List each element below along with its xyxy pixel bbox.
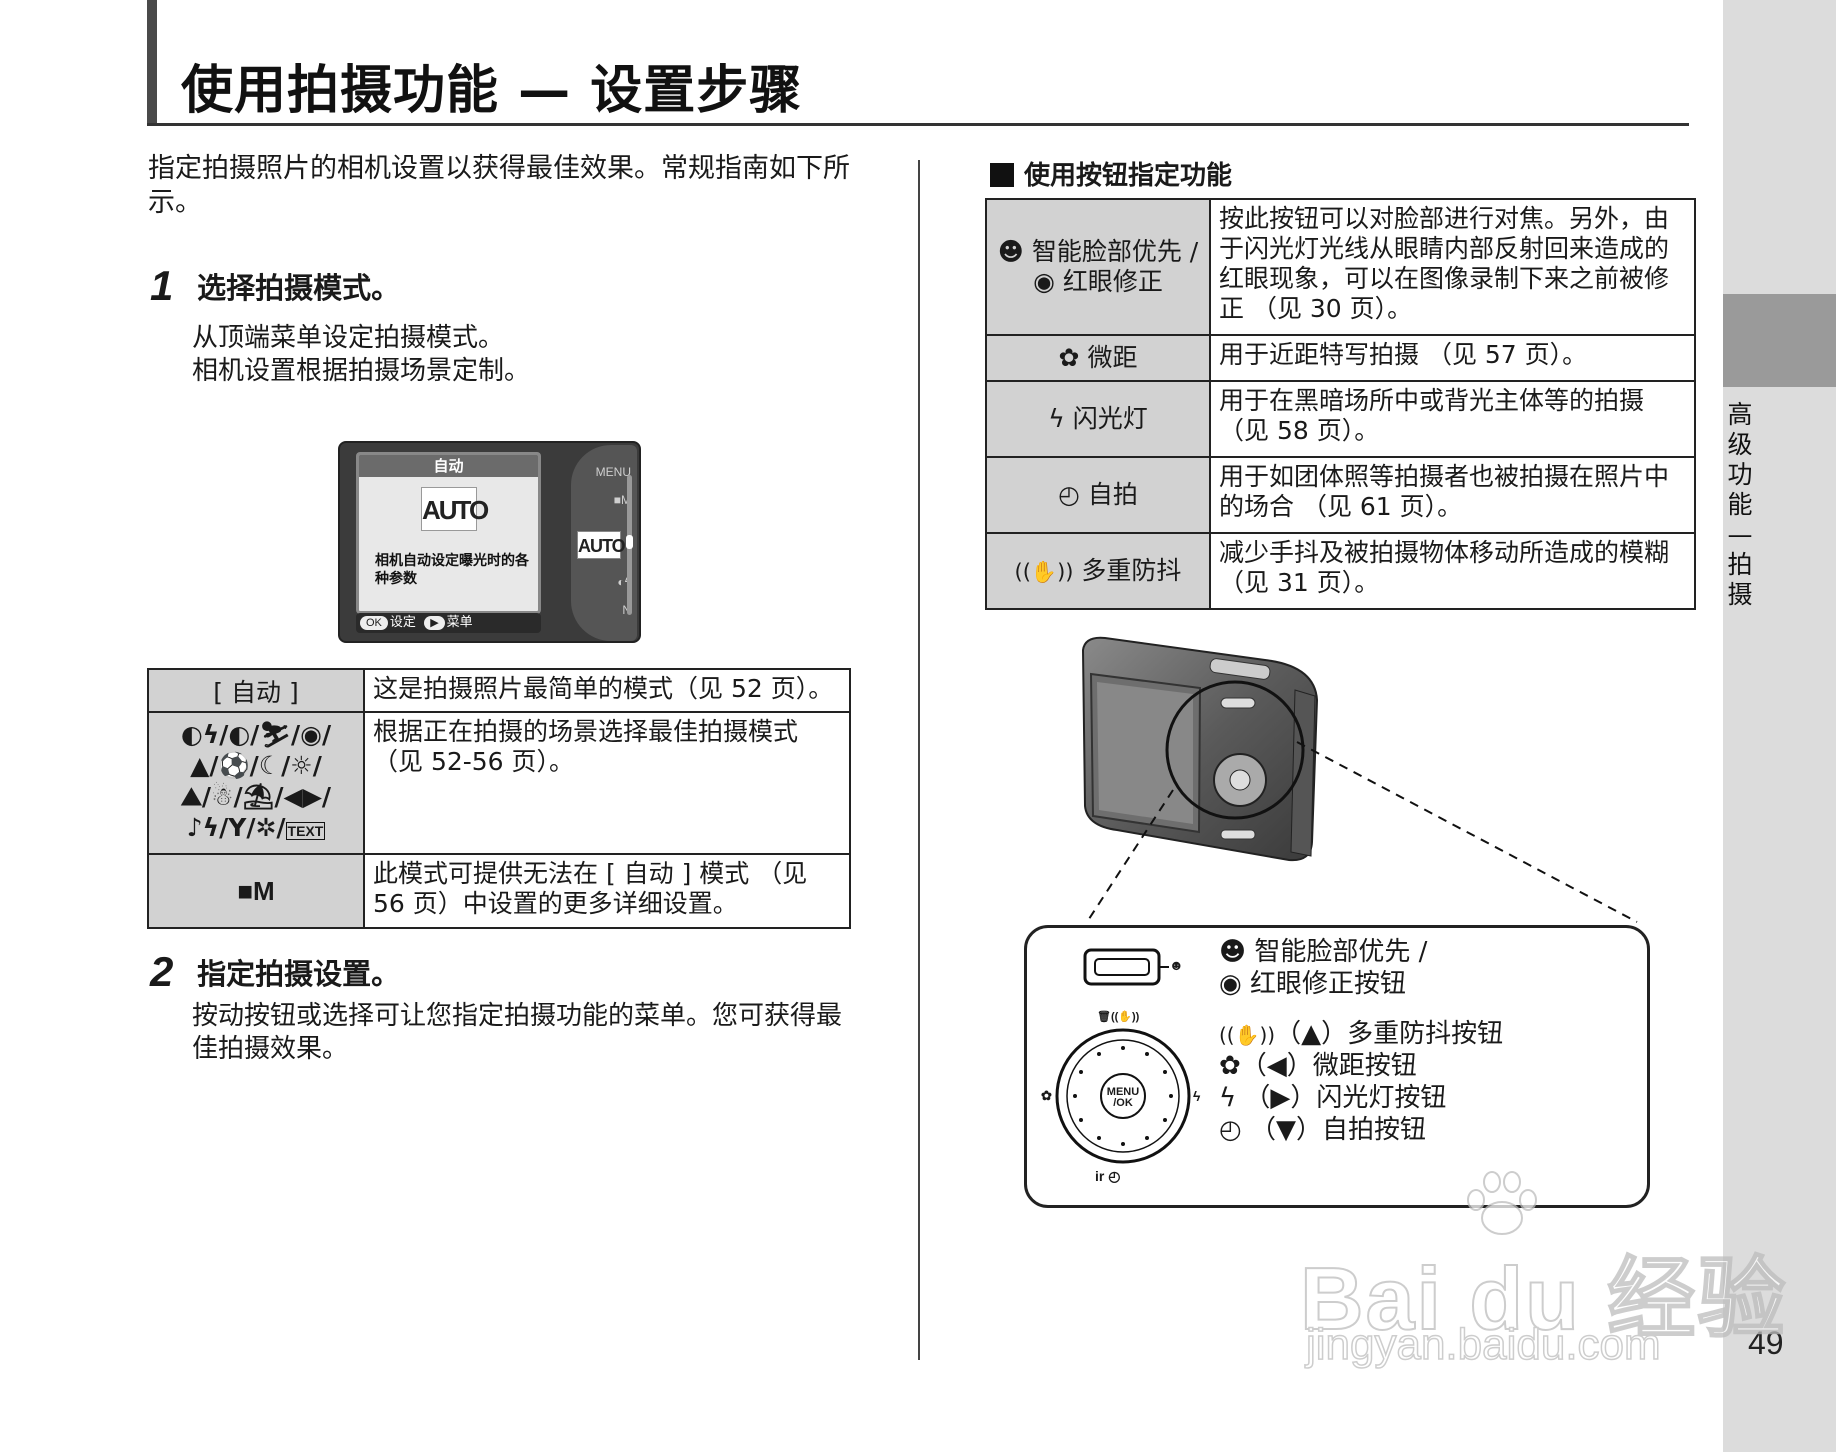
- function-key: ◴ 自拍: [985, 456, 1211, 534]
- shooting-mode-table: [ 自动 ] 这是拍摄照片最简单的模式（见 52 页）。 ◐ϟ/◐/⛷/◉/ ▲…: [147, 668, 851, 929]
- macro-icon: ✿: [1058, 343, 1080, 372]
- menu-active-auto: AUTO: [577, 531, 626, 559]
- side-strip: [1723, 0, 1836, 1452]
- manual-mode-key: ■M: [147, 853, 365, 929]
- right-key-icon: ▶: [424, 616, 445, 630]
- mode-desc: 这是拍摄照片最简单的模式（见 52 页）。: [363, 668, 851, 713]
- step-2-body: 按动按钮或选择可让您指定拍摄功能的菜单。您可获得最佳拍摄效果。: [192, 1001, 843, 1064]
- function-desc: 用于如团体照等拍摄者也被拍摄在照片中的场合 （见 61 页）。: [1209, 456, 1696, 534]
- face-button-label-2: ◉ 红眼修正按钮: [1219, 969, 1406, 999]
- button-callout: ☻ MENU/OK 🗑((✋)) ✿ ϟ ir ◴ ☻ 智能脸部优先 / ◉ 红…: [1024, 925, 1650, 1208]
- table-row: ■M 此模式可提供无法在 [ 自动 ] 模式 （见 56 页）中设置的更多详细设…: [147, 853, 851, 929]
- page-number: 49: [1748, 1325, 1784, 1361]
- callout-diagram: [1055, 948, 1191, 1164]
- table-row: ((✋)) 多重防抖 减少手抖及被拍摄物体移动所造成的模糊（见 31 页）。: [985, 532, 1696, 610]
- red-eye-icon: ◉: [1033, 267, 1055, 296]
- baidu-watermark: Bai du 经验 jingyan.baidu.com: [1299, 1170, 1786, 1370]
- face-detection-icon: ☻: [1219, 937, 1247, 967]
- face-detection-icon: ☻: [997, 237, 1024, 266]
- self-timer-icon: ◴: [1058, 480, 1080, 509]
- function-desc: 按此按钮可以对脸部进行对焦。另外，由于闪光灯光线从眼睛内部反射回来造成的红眼现象…: [1209, 198, 1696, 336]
- function-key: ϟ 闪光灯: [985, 380, 1211, 458]
- delete-is-icon: 🗑((✋)): [1097, 1011, 1140, 1023]
- self-timer-icon: ◴: [1219, 1115, 1242, 1145]
- intro-text: 指定拍摄照片的相机设置以获得最佳效果。常规指南如下所示。: [148, 153, 850, 218]
- face-detection-icon: ☻: [1169, 957, 1184, 973]
- macro-button-label: ✿（◀）微距按钮: [1219, 1051, 1417, 1081]
- step-number: 1: [150, 262, 174, 309]
- scene-flash-icon: ◐ϟ: [617, 575, 631, 589]
- lcd-mode-title: 自动: [359, 455, 538, 477]
- mode-desc: 根据正在拍摄的场景选择最佳拍摄模式（见 52-56 页）。: [363, 711, 851, 855]
- lcd-mode-menu: MENU ■M AUTO ◐ϟ N: [571, 445, 637, 641]
- watermark-brand: Bai du 经验: [1299, 1248, 1788, 1349]
- flash-button-label: ϟ （▶）闪光灯按钮: [1219, 1083, 1447, 1113]
- table-row: ☻ 智能脸部优先 / ◉ 红眼修正 按此按钮可以对脸部进行对焦。另外，由于闪光灯…: [985, 198, 1696, 336]
- step-title: 选择拍摄模式。: [197, 271, 401, 305]
- macro-icon: ✿: [1219, 1051, 1241, 1081]
- flash-icon: ϟ: [1048, 404, 1065, 433]
- table-row: ◴ 自拍 用于如团体照等拍摄者也被拍摄在照片中的场合 （见 61 页）。: [985, 456, 1696, 534]
- table-row: ◐ϟ/◐/⛷/◉/ ▲/⚽/☾/☼/ ⛰/☃/⛱/◀▶/ ♪ϟ/Y/✲/TEXT…: [147, 711, 851, 855]
- step-1-heading: 1 选择拍摄模式。: [150, 262, 400, 310]
- button-function-table: ☻ 智能脸部优先 / ◉ 红眼修正 按此按钮可以对脸部进行对焦。另外，由于闪光灯…: [985, 198, 1696, 610]
- macro-icon: ✿: [1041, 1088, 1052, 1103]
- ir-timer-icon: ir ◴: [1095, 1168, 1121, 1184]
- table-row: ✿ 微距 用于近距特写拍摄 （见 57 页）。: [985, 334, 1696, 382]
- watermark-url: jingyan.baidu.com: [1305, 1319, 1661, 1370]
- image-stabilization-icon: ((✋)): [1219, 1023, 1276, 1047]
- black-square-icon: [990, 163, 1014, 187]
- ok-key-icon: OK: [360, 616, 388, 630]
- title-rule: [147, 123, 1689, 126]
- step-number: 2: [150, 948, 174, 995]
- auto-mode-icon: AUTO: [421, 487, 489, 531]
- lcd-mode-panel: 自动 AUTO 相机自动设定曝光时的各种参数: [356, 452, 541, 614]
- function-key: ✿ 微距: [985, 334, 1211, 382]
- lcd-description: 相机自动设定曝光时的各种参数: [375, 553, 529, 587]
- night-mode-icon: N: [571, 603, 631, 617]
- page-title: 使用拍摄功能 — 设置步骤: [181, 61, 803, 121]
- paw-logo-icon: [1467, 1171, 1537, 1235]
- table-row: [ 自动 ] 这是拍摄照片最简单的模式（见 52 页）。: [147, 668, 851, 713]
- lcd-scrollbar: [626, 475, 633, 615]
- step-2-heading: 2 指定拍摄设置。: [150, 948, 400, 996]
- timer-button-label: ◴ （▼）自拍按钮: [1219, 1115, 1426, 1145]
- step-title: 指定拍摄设置。: [197, 957, 401, 991]
- side-tab-marker: [1723, 294, 1836, 387]
- section-heading: 使用按钮指定功能: [990, 155, 1232, 192]
- flash-icon: ϟ: [1219, 1083, 1237, 1113]
- image-stabilization-icon: ((✋)): [1014, 559, 1074, 584]
- flash-icon: ϟ: [1193, 1088, 1201, 1104]
- title-accent-bar: [147, 0, 157, 126]
- column-divider: [918, 160, 920, 1360]
- function-desc: 用于在黑暗场所中或背光主体等的拍摄（见 58 页）。: [1209, 380, 1696, 458]
- face-button-label-1: ☻ 智能脸部优先 /: [1219, 937, 1428, 967]
- manual-mode-icon: ■M: [613, 493, 631, 507]
- function-key: ((✋)) 多重防抖: [985, 532, 1211, 610]
- menu-ok-button-label: MENU/OK: [1106, 1086, 1140, 1109]
- is-button-label: ((✋))（▲）多重防抖按钮: [1219, 1019, 1504, 1049]
- camera-back-illustration: [1081, 636, 1638, 923]
- table-row: ϟ 闪光灯 用于在黑暗场所中或背光主体等的拍摄（见 58 页）。: [985, 380, 1696, 458]
- function-desc: 用于近距特写拍摄 （见 57 页）。: [1209, 334, 1696, 382]
- mode-desc: 此模式可提供无法在 [ 自动 ] 模式 （见 56 页）中设置的更多详细设置。: [363, 853, 851, 929]
- menu-label: MENU: [595, 465, 631, 479]
- side-tab-label: 高 级 功 能 — 拍 摄: [1727, 400, 1753, 609]
- step-1-body: 从顶端菜单设定拍摄模式。 相机设置根据拍摄场景定制。: [192, 323, 531, 386]
- red-eye-icon: ◉: [1219, 969, 1242, 999]
- scene-mode-icons: ◐ϟ/◐/⛷/◉/ ▲/⚽/☾/☼/ ⛰/☃/⛱/◀▶/ ♪ϟ/Y/✲/TEXT: [147, 711, 365, 855]
- function-desc: 减少手抖及被拍摄物体移动所造成的模糊（见 31 页）。: [1209, 532, 1696, 610]
- mode-key: [ 自动 ]: [147, 668, 365, 713]
- function-key: ☻ 智能脸部优先 / ◉ 红眼修正: [985, 198, 1211, 336]
